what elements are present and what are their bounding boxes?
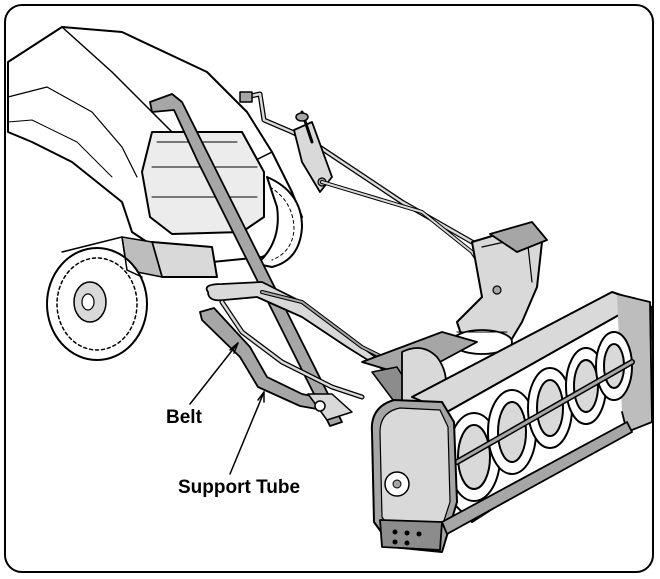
lift-handle: [149, 93, 343, 427]
chute-deflector: [489, 221, 548, 253]
chute-crank-rod: [320, 180, 494, 284]
support-tube-label: Support Tube: [178, 477, 301, 498]
left-end-plate: [370, 399, 458, 553]
scraper-bar: [441, 421, 633, 535]
tractor-bumper: [151, 241, 218, 278]
snow-thrower-illustration: [7, 26, 652, 553]
front-wheel-left: [46, 247, 148, 361]
skid-shoe: [379, 519, 443, 551]
front-wheel-right: [256, 176, 303, 268]
belt-label: Belt: [166, 407, 202, 428]
augers: [447, 331, 635, 502]
support-tube-leader-line: [229, 391, 265, 475]
leader-lines: [189, 342, 265, 475]
illustration-frame: Belt Support Tube: [4, 4, 654, 573]
tractor-mower-front: [61, 236, 143, 278]
tractor: [7, 26, 303, 278]
hood-side-line: [7, 86, 138, 178]
belt-leader-line: [189, 342, 239, 405]
